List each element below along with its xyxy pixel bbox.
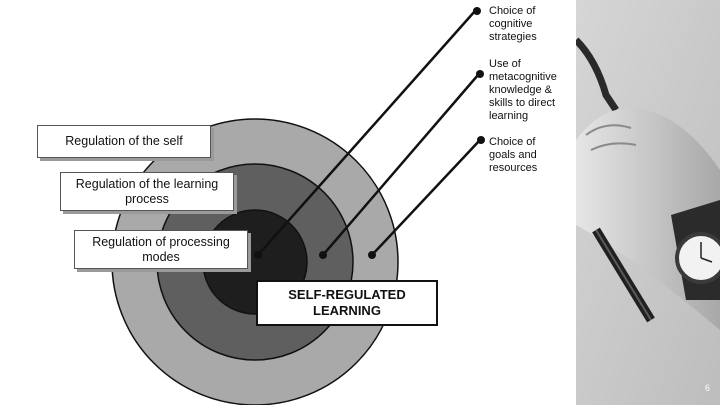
dot-callout-3 xyxy=(477,136,485,144)
dot-processing-modes xyxy=(254,251,262,259)
connector-cognitive-strategies xyxy=(257,10,476,256)
center-label-self-regulated-learning: SELF-REGULATED LEARNING xyxy=(256,280,438,326)
label-regulation-of-processing-modes: Regulation of processing modes xyxy=(74,230,248,269)
dot-callout-1 xyxy=(473,7,481,15)
label-regulation-of-self: Regulation of the self xyxy=(37,125,211,158)
label-regulation-of-learning-process: Regulation of the learning process xyxy=(60,172,234,211)
connector-metacognitive xyxy=(322,74,479,256)
connector-goals-resources xyxy=(371,139,481,256)
page-number: 6 xyxy=(704,383,710,393)
callout-goals-and-resources: Choice of goals and resources xyxy=(489,136,538,174)
photo-illustration xyxy=(576,0,720,405)
callout-cognitive-strategies: Choice of cognitive strategies xyxy=(489,5,537,43)
callout-metacognitive-knowledge: Use of metacognitive knowledge & skills … xyxy=(489,58,557,122)
dot-callout-2 xyxy=(476,70,484,78)
dot-self xyxy=(368,251,376,259)
wrist-watch-photo: 6 xyxy=(576,0,720,405)
dot-learning-process xyxy=(319,251,327,259)
